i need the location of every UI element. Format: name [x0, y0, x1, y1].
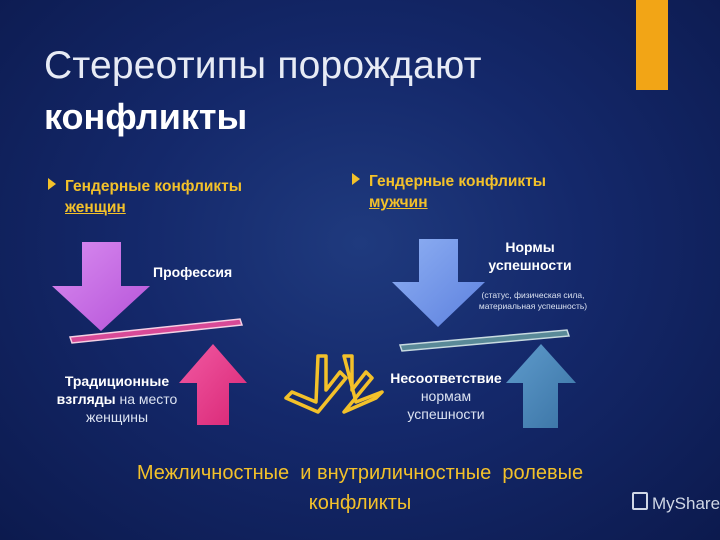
right-beam — [398, 329, 571, 352]
label-traditional-views: Традиционные взгляды на место женщины — [52, 372, 182, 426]
label-success-norms: Нормы успешности — [470, 238, 590, 274]
bullet-men-underlined: мужчин — [369, 194, 428, 211]
label-success-norms-line1: Нормы — [505, 239, 555, 255]
presentation-icon — [632, 492, 648, 510]
label-mismatch-bold: Несоответствие — [390, 370, 502, 386]
watermark-text: MyShare — [652, 494, 720, 513]
label-traditional-views-women: женщины — [85, 409, 148, 425]
bullet-triangle-icon — [352, 173, 360, 185]
label-profession: Профессия — [153, 264, 233, 280]
label-traditional-views-bold: Традиционные взгляды — [56, 373, 170, 407]
bullet-women-underlined: женщин — [65, 199, 126, 216]
bullet-men: Гендерные конфликты мужчин — [352, 171, 546, 213]
note-line2: материальная успешность) — [478, 301, 588, 311]
bullet-men-text: Гендерные конфликты — [369, 173, 546, 190]
label-mismatch-line3: успешности — [407, 406, 485, 422]
accent-bar — [636, 0, 668, 90]
right-down-arrow — [392, 239, 485, 327]
bullet-women: Гендерные конфликты женщин — [48, 176, 242, 218]
right-up-arrow — [506, 344, 576, 428]
slide-title: Стереотипы порождают — [44, 44, 482, 87]
label-mismatch: Несоответствие нормам успешности — [384, 369, 508, 423]
label-success-norms-line2: успешности — [488, 257, 572, 273]
slide-title-bold: конфликты — [44, 96, 248, 137]
label-traditional-views-rest: на место — [115, 391, 178, 407]
conflict-arrows-icon — [284, 354, 384, 414]
left-down-arrow — [52, 242, 150, 331]
bottom-caption-line1: Межличностные и внутриличностные ролевые — [136, 462, 584, 484]
left-up-arrow — [179, 344, 247, 425]
watermark-logo: MyShare — [632, 492, 720, 514]
bullet-triangle-icon — [48, 178, 56, 190]
label-success-norms-note: (статус, физическая сила, материальная у… — [463, 290, 603, 312]
bullet-women-text: Гендерные конфликты — [65, 178, 242, 195]
bottom-caption-line2: конфликты — [308, 492, 412, 514]
bottom-caption: Межличностные и внутриличностные ролевые… — [0, 458, 720, 518]
label-mismatch-line2: нормам — [420, 388, 472, 404]
note-line1: (статус, физическая сила, — [481, 290, 585, 300]
left-beam — [68, 318, 244, 344]
